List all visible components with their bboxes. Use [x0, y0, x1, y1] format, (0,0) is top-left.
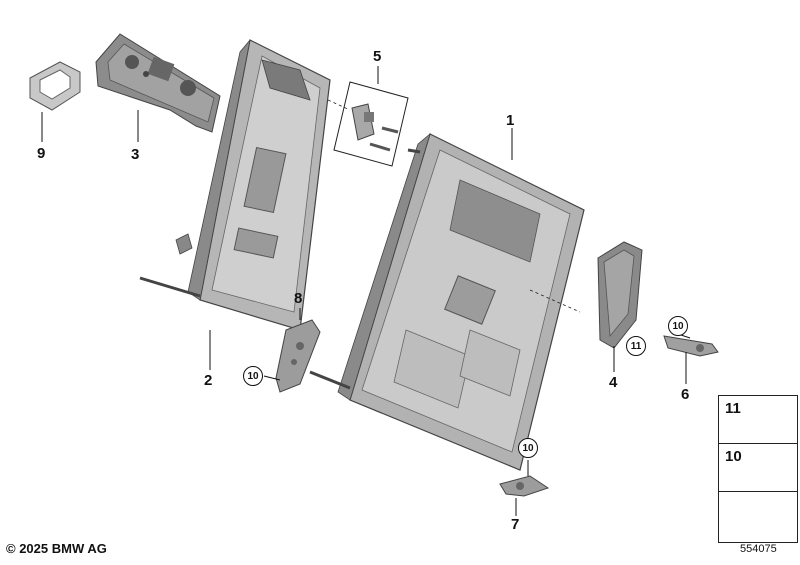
- part-label-3: 3: [131, 146, 140, 163]
- part-7-hinge-bracket-bottom: [499, 475, 550, 497]
- callout-10-right: 10: [668, 316, 688, 336]
- legend-number-11: 11: [725, 400, 741, 417]
- legend-row-11: 11: [719, 396, 797, 444]
- legend-row-10: 10: [719, 444, 797, 492]
- leader-lines: [41, 66, 691, 516]
- part-4-bracket: [597, 241, 643, 349]
- part-label-6: 6: [681, 386, 690, 403]
- part-label-8: 8: [294, 290, 303, 307]
- diagram-id: 554075: [740, 543, 777, 555]
- part-label-4: 4: [609, 374, 618, 391]
- part-8-hinge-bracket-left: [275, 319, 321, 393]
- part-1-backrest-frame-large: [309, 132, 585, 471]
- callout-10-left: 10: [243, 366, 263, 386]
- part-label-5: 5: [373, 48, 382, 65]
- part-label-7: 7: [511, 516, 520, 533]
- part-9-trim-ring: [29, 61, 81, 111]
- copyright-text: © 2025 BMW AG: [6, 541, 107, 556]
- part-5-latch-set: [327, 81, 409, 167]
- fastener-legend: 11 10: [718, 395, 798, 543]
- part-3-cover-panel: [95, 33, 221, 133]
- part-2-backrest-frame-small: [139, 39, 331, 331]
- callout-11: 11: [626, 336, 646, 356]
- part-6-hinge-bracket-right: [663, 335, 719, 357]
- part-label-1: 1: [506, 112, 515, 129]
- legend-number-10: 10: [725, 448, 742, 465]
- part-label-9: 9: [37, 145, 46, 162]
- callout-10-bottom: 10: [518, 438, 538, 458]
- part-label-2: 2: [204, 372, 213, 389]
- legend-row-arrow: [719, 492, 797, 542]
